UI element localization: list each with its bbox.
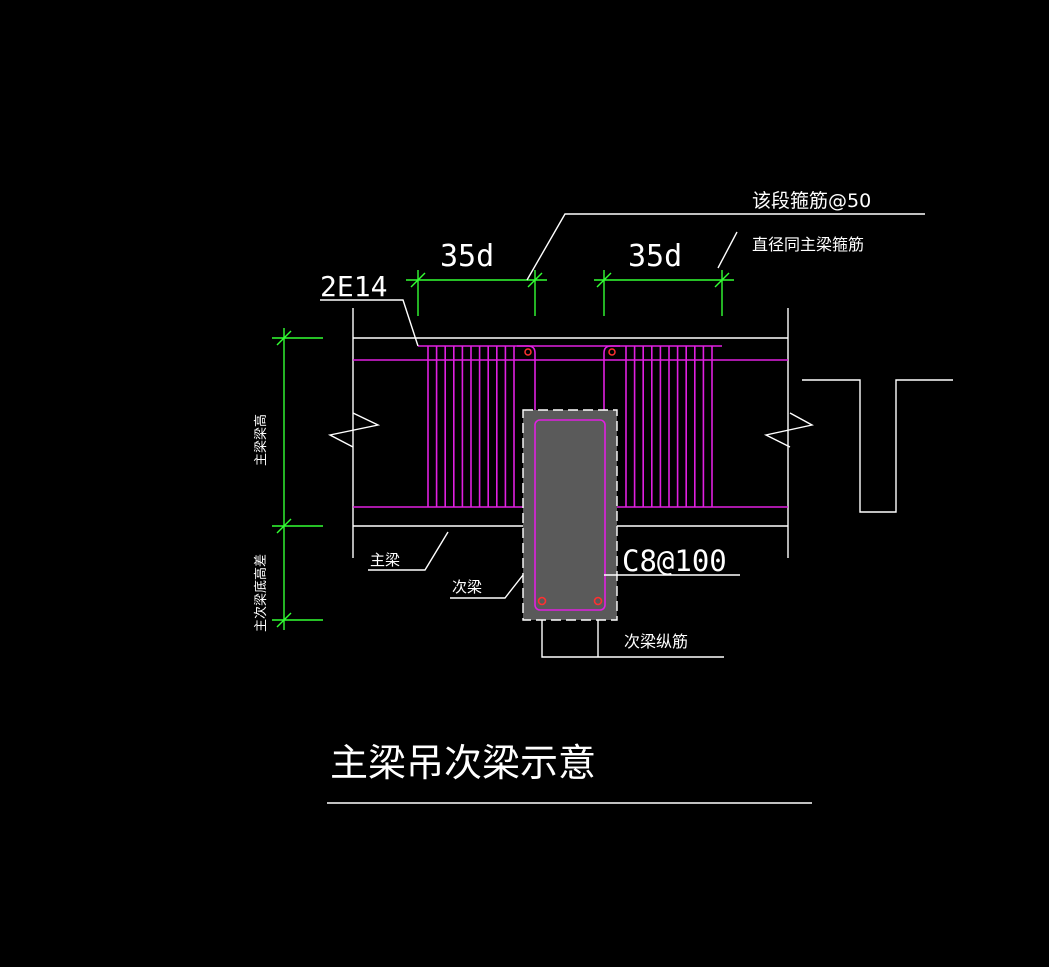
lap-length-left-label: 35d — [440, 239, 494, 274]
hanger-spec-label: C8@100 — [622, 544, 727, 578]
stirrups-right — [625, 346, 713, 507]
dimension-vertical — [272, 328, 323, 630]
dimension-lap-right — [594, 270, 734, 316]
drawing-title: 主梁吊次梁示意 — [330, 741, 596, 785]
stirrup-note-line-1: 该段箍筋@50 — [752, 190, 871, 212]
right-break-symbol — [763, 412, 814, 448]
lap-length-right-label: 35d — [628, 239, 682, 274]
stirrup-note-line-2: 直径同主梁箍筋 — [752, 235, 864, 254]
secondary-longitudinal-label: 次梁纵筋 — [624, 632, 688, 651]
stirrups-left — [427, 346, 515, 507]
main-beam-height-label: 主梁梁高 — [253, 414, 269, 466]
dimension-lap-left — [406, 270, 547, 316]
main-beam-label: 主梁 — [370, 551, 400, 569]
leader-lines — [320, 213, 925, 658]
hanger-bars — [517, 345, 620, 600]
secondary-beam-section — [522, 409, 618, 621]
top-bar-label: 2E14 — [320, 270, 387, 303]
secondary-beam-label: 次梁 — [452, 578, 482, 596]
height-difference-label: 主次梁底高差 — [253, 554, 269, 632]
left-break-symbol — [327, 412, 381, 448]
main-beam-rebar — [353, 345, 788, 508]
main-beam-outline — [352, 308, 789, 558]
t-section-outline — [802, 379, 953, 513]
